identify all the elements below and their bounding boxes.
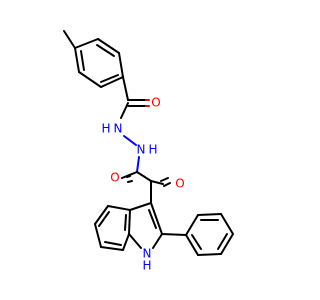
- indole-five-ring-bond-5: [150, 202, 163, 235]
- indole-core: N H: [94, 202, 163, 273]
- phenyl-inner-3: [191, 234, 202, 250]
- toluyl-ring-bond-2: [97, 38, 120, 54]
- lower-nh-to-amide-bond: [136, 156, 140, 173]
- phenyl-ring-bond-3: [220, 213, 234, 235]
- indole-benzo-bond-5: [122, 233, 130, 251]
- ketone-oxygen-label: O: [175, 177, 184, 191]
- toluyl-inner-bond-2: [100, 74, 119, 83]
- indole-hydrogen-label: H: [142, 259, 151, 273]
- toluyl-ring-bond-4: [100, 76, 124, 88]
- ketone-carbon-bond: [150, 180, 164, 185]
- amide-carbonyl-double-a: [126, 175, 131, 178]
- ketone-carbonyl-double-a: [160, 177, 169, 182]
- indole-five-ring-bond-2: [128, 209, 131, 235]
- phenyl-ring-bond-2: [197, 213, 222, 216]
- carbonyl-to-upper-nh-bond: [120, 102, 129, 119]
- phenyl-ring-bond-6: [185, 234, 199, 256]
- indole-benzo-bond-2: [94, 205, 109, 225]
- toluyl-inner-bond-1: [96, 44, 115, 57]
- toluyl-ring-bond-3: [118, 52, 124, 78]
- molecule-structure-diagram: O N H N H O O N H: [63, 30, 234, 273]
- indole-nitrogen-label: N: [143, 247, 152, 261]
- phenyl-ring-bond-5: [197, 253, 222, 256]
- indole-benzo-bond-1: [107, 205, 131, 211]
- indole-benzo-inner-1: [98, 211, 110, 227]
- benzoyl-carbonyl: O: [127, 96, 161, 110]
- indole-benzo-bond-3: [94, 223, 102, 248]
- indole-five-ring-inner-double: [148, 209, 157, 229]
- indole-five-ring-bond-1: [129, 202, 152, 211]
- aryl-carbonyl-bond: [122, 76, 129, 101]
- amide-carbon-left-bond: [121, 171, 138, 179]
- toluoyl-group: [63, 30, 129, 101]
- indole-five-ring-bond-3: [128, 233, 142, 249]
- benzoyl-oxygen-label: O: [151, 96, 160, 110]
- n-n-bond: [123, 135, 137, 146]
- indole-benzo-inner-2: [104, 241, 122, 246]
- ketone-carbonyl-double-b: [163, 182, 171, 187]
- toluyl-ring-bond-5: [78, 71, 102, 88]
- toluyl-ring-bond-1: [74, 38, 99, 49]
- phenyl-ring-bond-1: [185, 214, 199, 236]
- toluyl-inner-bond-3: [80, 50, 85, 71]
- amide-oxygen-label: O: [110, 171, 119, 185]
- phenyl-ring-bond-4: [220, 233, 234, 255]
- methyl-bond: [63, 30, 76, 49]
- indole-benzo-bond-4: [100, 246, 124, 251]
- lower-nitrogen-label: N: [137, 143, 146, 157]
- lower-hydrogen-label: H: [148, 143, 157, 157]
- upper-nitrogen-label: N: [114, 122, 123, 136]
- phenyl-inner-2: [217, 233, 228, 250]
- phenyl-substituent: [161, 213, 234, 256]
- indole-five-ring-bond-4: [152, 233, 163, 249]
- upper-hydrogen-label: H: [101, 122, 110, 136]
- oxalyl-group: O O: [110, 171, 185, 204]
- hydrazide-linker: N H N H: [101, 102, 158, 173]
- amide-carbonyl-double-b: [127, 180, 133, 183]
- indole-benzo-inner-3: [124, 214, 127, 231]
- indole-to-phenyl-bond: [161, 233, 187, 236]
- toluyl-ring-bond-6: [74, 47, 80, 73]
- amide-carbon-right-bond: [136, 171, 152, 182]
